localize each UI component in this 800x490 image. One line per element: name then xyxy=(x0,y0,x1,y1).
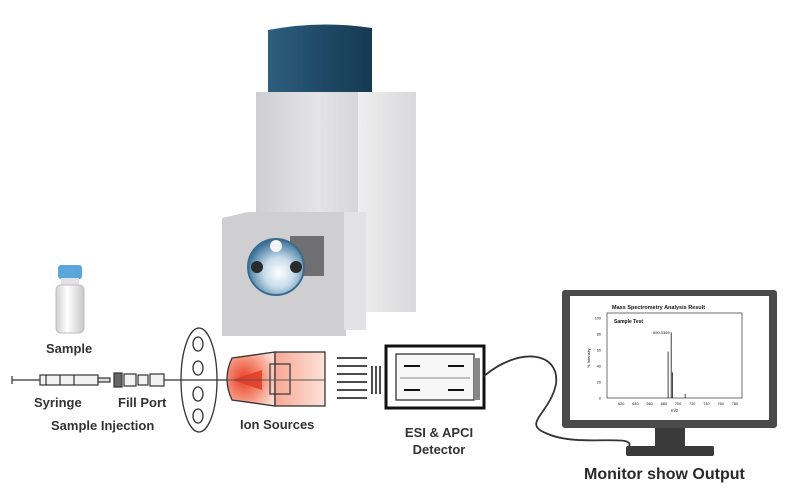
x-tick-label: 720 xyxy=(689,402,695,406)
ion-sources-label: Ion Sources xyxy=(240,417,315,432)
injection-plate xyxy=(180,327,218,433)
x-tick-label: 620 xyxy=(618,402,624,406)
syringe xyxy=(11,374,111,386)
y-tick-label: 20 xyxy=(597,380,601,384)
ion-chamber-insert xyxy=(269,363,291,395)
y-tick-label: 100 xyxy=(595,316,601,320)
ion-beam xyxy=(337,357,381,399)
y-axis-label: % Intensity xyxy=(586,348,591,368)
monitor-caption: Monitor show Output xyxy=(584,466,745,483)
y-ticks: 100 80 60 40 20 0 xyxy=(595,316,601,400)
instrument-tower-side xyxy=(358,92,416,312)
sample-label: Sample xyxy=(46,341,93,356)
syringe-label: Syringe xyxy=(34,395,82,410)
peak-label: 690.3369 xyxy=(653,330,670,335)
chart-subtitle: Sample Test xyxy=(614,319,643,325)
detector-label-line2: Detector xyxy=(412,442,466,457)
ion-source-chamber xyxy=(226,351,326,407)
ion-source-disc xyxy=(247,238,305,296)
spectrum-peaks xyxy=(667,332,686,398)
x-ticks: 620 640 660 680 700 720 740 760 780 xyxy=(618,402,738,406)
y-tick-label: 80 xyxy=(597,332,601,336)
monitor-screen xyxy=(570,296,769,420)
ion-chamber-box xyxy=(274,351,326,407)
x-tick-label: 700 xyxy=(675,402,681,406)
disc-knob-top xyxy=(270,240,282,252)
chart-title: Mass Spectrometry Analysis Result xyxy=(612,305,705,311)
monitor-neck xyxy=(655,428,685,448)
x-tick-label: 780 xyxy=(732,402,738,406)
instrument-front-box-side xyxy=(344,212,366,330)
sample-vial xyxy=(55,265,85,334)
instrument-top-cap xyxy=(268,24,372,93)
spectrum-chart: Mass Spectrometry Analysis Result Sample… xyxy=(586,305,743,413)
plot-frame xyxy=(606,312,743,399)
vial-neck xyxy=(61,278,79,286)
detector-label: ESI & APCI Detector xyxy=(396,424,482,458)
x-tick-label: 760 xyxy=(718,402,724,406)
detector xyxy=(384,344,486,410)
y-tick-label: 40 xyxy=(597,364,601,368)
y-tick-label: 0 xyxy=(599,396,601,400)
y-tick-label: 60 xyxy=(597,348,601,352)
x-tick-label: 660 xyxy=(646,402,652,406)
disc-knob-right xyxy=(290,261,302,273)
disc-knob-left xyxy=(251,261,263,273)
detector-label-line1: ESI & APCI xyxy=(404,425,474,440)
fill-port-label: Fill Port xyxy=(118,395,167,410)
x-tick-label: 640 xyxy=(632,402,638,406)
monitor xyxy=(562,290,777,456)
mass-spectrometer xyxy=(222,24,416,336)
vial-body xyxy=(55,284,85,334)
monitor-stand xyxy=(626,446,714,456)
sample-injection-label: Sample Injection xyxy=(51,418,155,433)
vial-cap xyxy=(58,265,82,279)
x-tick-label: 740 xyxy=(703,402,709,406)
data-cable xyxy=(483,355,631,449)
fill-port xyxy=(113,372,228,388)
x-axis-label: m/z xyxy=(671,408,679,413)
x-tick-label: 680 xyxy=(661,402,667,406)
